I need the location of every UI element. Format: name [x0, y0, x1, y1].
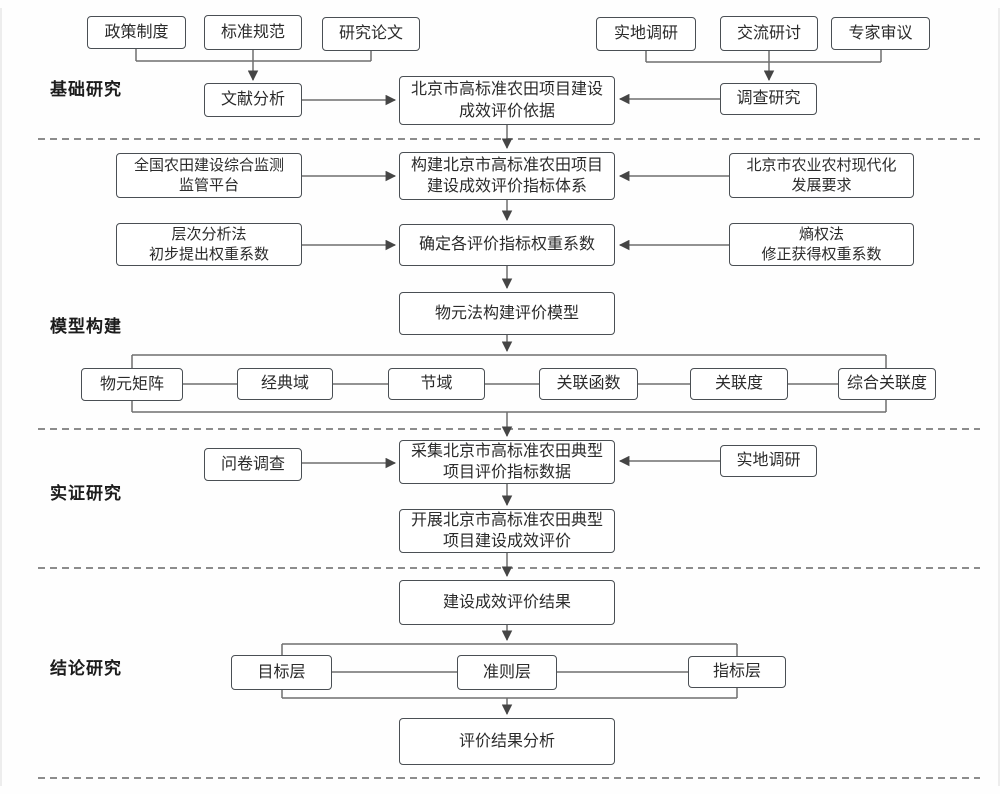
node-matter-element-model: 物元法构建评价模型	[399, 292, 615, 335]
node-collect-indicator-data: 采集北京市高标准农田典型 项目评价指标数据	[399, 440, 615, 484]
node-matter-matrix: 物元矩阵	[81, 368, 183, 401]
node-monitoring-platform: 全国农田建设综合监测 监管平台	[116, 153, 302, 198]
section-label-model-construction: 模型构建	[50, 317, 122, 336]
node-correlation-degree: 关联度	[690, 368, 788, 400]
node-criterion-layer: 准则层	[457, 655, 557, 690]
node-investigation-research: 调查研究	[720, 83, 817, 115]
node-field-survey-2: 实地调研	[720, 445, 817, 477]
node-expert-review: 专家审议	[831, 17, 930, 50]
node-target-layer: 目标层	[231, 655, 332, 690]
node-modernization-requirement: 北京市农业农村现代化 发展要求	[729, 153, 914, 198]
node-policy-institution: 政策制度	[87, 16, 186, 49]
section-label-basic-research: 基础研究	[50, 80, 122, 99]
node-indicator-layer: 指标层	[688, 656, 786, 688]
node-ahp-method: 层次分析法 初步提出权重系数	[116, 223, 302, 266]
section-label-empirical-research: 实证研究	[50, 484, 122, 503]
node-correlation-function: 关联函数	[539, 368, 638, 400]
node-exchange-discussion: 交流研讨	[720, 16, 818, 51]
node-classical-domain: 经典域	[237, 368, 333, 400]
node-entropy-method: 熵权法 修正获得权重系数	[729, 223, 914, 266]
node-segment-domain: 节域	[388, 368, 485, 400]
node-comprehensive-correlation-degree: 综合关联度	[838, 368, 936, 400]
node-build-indicator-system: 构建北京市高标准农田项目 建设成效评价指标体系	[399, 152, 615, 200]
node-literature-analysis: 文献分析	[204, 83, 302, 117]
section-label-conclusion-research: 结论研究	[50, 659, 122, 678]
node-carry-out-evaluation: 开展北京市高标准农田典型 项目建设成效评价	[399, 509, 615, 553]
node-evaluation-basis: 北京市高标准农田项目建设 成效评价依据	[399, 76, 615, 125]
node-questionnaire-survey: 问卷调查	[204, 448, 302, 481]
node-standard-specification: 标准规范	[204, 15, 302, 50]
node-evaluation-result: 建设成效评价结果	[399, 580, 615, 625]
node-result-analysis: 评价结果分析	[399, 718, 615, 765]
node-field-survey-1: 实地调研	[596, 17, 696, 51]
node-research-paper: 研究论文	[322, 17, 420, 51]
node-determine-weights: 确定各评价指标权重系数	[399, 224, 615, 266]
